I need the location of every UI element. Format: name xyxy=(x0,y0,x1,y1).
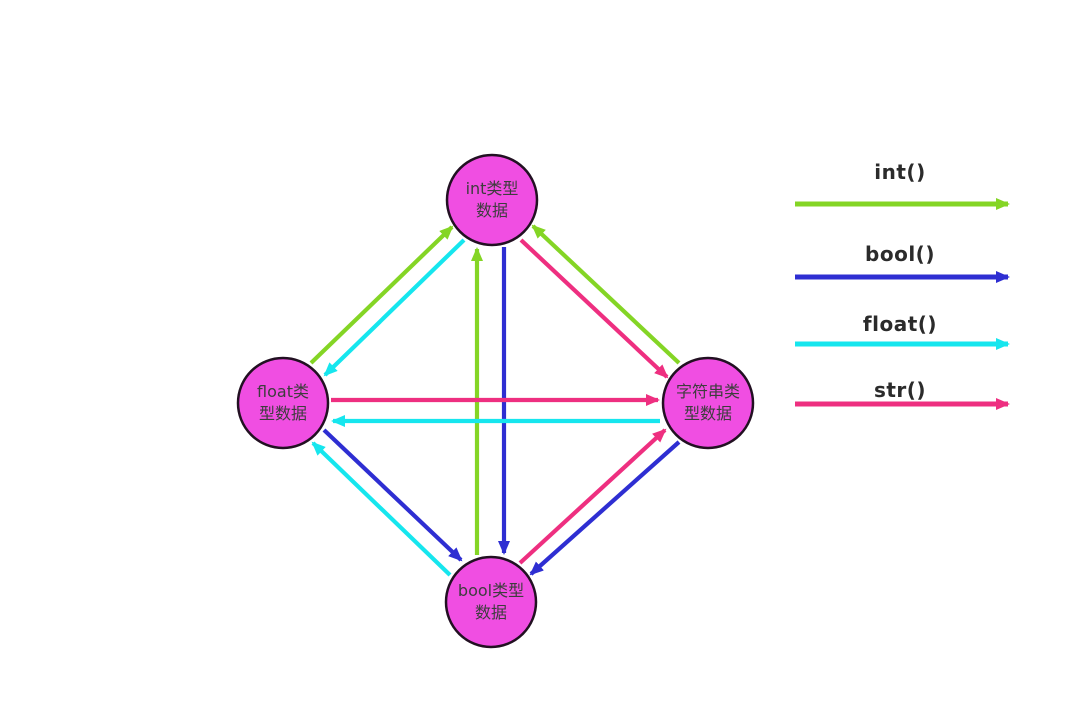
edge-str-to-int xyxy=(531,224,681,365)
edge-int-to-float xyxy=(323,238,466,377)
edge-float-to-bool xyxy=(322,428,463,562)
edge-int-to-str xyxy=(519,238,669,379)
edge-str-to-bool xyxy=(529,440,681,576)
node-str-circle xyxy=(661,356,755,450)
legend-label-float: float() xyxy=(862,312,938,336)
node-float-circle xyxy=(236,356,330,450)
node-int-circle xyxy=(445,153,539,247)
legend-label-bool: bool() xyxy=(865,242,935,266)
legend-label-int: int() xyxy=(874,160,926,184)
legend-label-str: str() xyxy=(873,378,927,402)
node-bool-circle xyxy=(444,555,538,649)
edge-float-to-int xyxy=(309,225,454,365)
edge-bool-to-float xyxy=(311,441,452,577)
edge-bool-to-str xyxy=(518,428,667,565)
